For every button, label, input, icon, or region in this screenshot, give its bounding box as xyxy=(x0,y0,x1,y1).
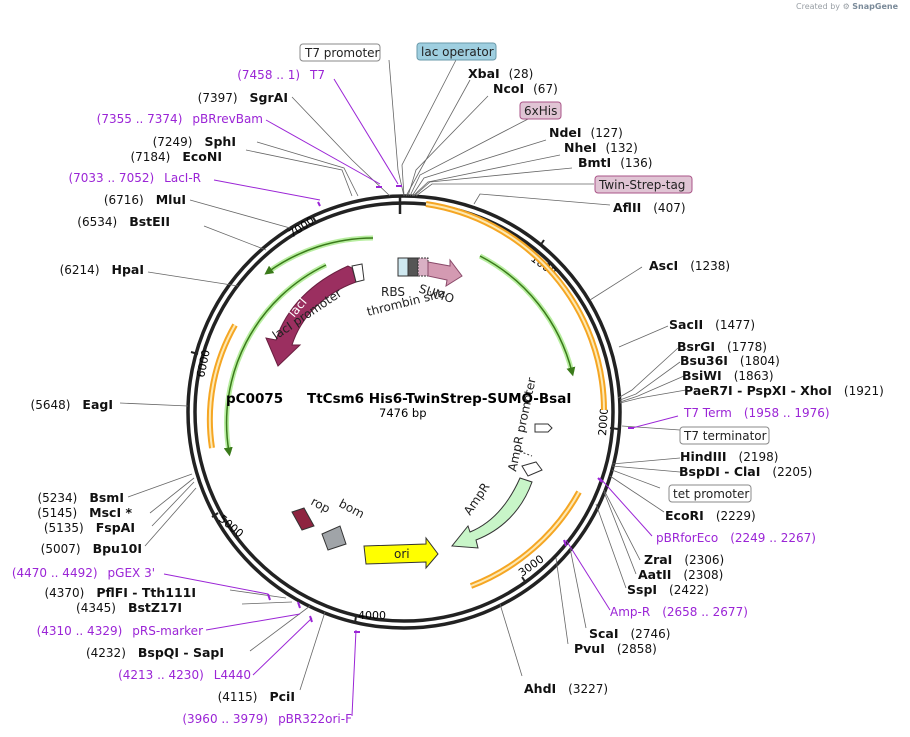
site-label: NcoI(67) xyxy=(493,81,558,96)
feature-label-ori: ori xyxy=(394,547,410,561)
rop-arrow xyxy=(291,507,315,531)
site-label: SspI(2422) xyxy=(627,582,709,597)
primer-label: (7458 .. 1)T7 xyxy=(237,68,325,82)
tick-label: 2000 xyxy=(596,407,611,436)
restriction-sites-right: XbaI(28) NcoI(67) NdeI(127) NheI(132) Bm… xyxy=(468,66,884,696)
site-label: AflII(407) xyxy=(613,200,686,215)
primer-label: (4213 .. 4230)L4440 xyxy=(118,668,251,682)
site-label: NdeI(127) xyxy=(549,125,623,140)
feature-label-rbs: RBS xyxy=(381,285,405,299)
site-label: BmtI(136) xyxy=(578,155,652,170)
credit-prefix: Created by xyxy=(796,2,841,11)
site-label: BspDI - ClaI(2205) xyxy=(679,464,812,479)
leader-lines xyxy=(119,59,687,691)
site-label: (7249)SphI xyxy=(153,134,236,149)
site-label: (4345)BstZ17I xyxy=(76,600,182,615)
feature-box-twin-strep: Twin-Strep-tag xyxy=(598,178,685,192)
site-label: (5135)FspAI xyxy=(44,520,135,535)
site-label: (5648)EagI xyxy=(31,397,113,412)
boxed-features: T7 promoter lac operator 6xHis Twin-Stre… xyxy=(299,42,770,503)
feature-box-t7-promoter: T7 promoter xyxy=(304,46,380,60)
site-label: (6716)MluI xyxy=(104,192,186,207)
laci-arrow xyxy=(265,265,357,367)
feature-label-rop: rop xyxy=(309,494,333,516)
feature-label-bom: bom xyxy=(337,496,367,521)
site-label: BsrGI(1778) xyxy=(677,339,767,354)
primer-label: pBRforEco(2249 .. 2267) xyxy=(656,531,816,545)
tick-label: 4000 xyxy=(358,609,386,622)
laci-promoter-marker xyxy=(351,263,365,283)
site-label: ZraI(2306) xyxy=(644,552,724,567)
primer-labels: (7458 .. 1)T7 (7355 .. 7374)pBRrevBam (7… xyxy=(12,68,830,726)
primer-label: (4310 .. 4329)pRS-marker xyxy=(37,624,203,638)
ampr-arrow xyxy=(451,477,533,549)
feature-label-thrombin: thrombin site xyxy=(365,286,446,319)
site-label: EcoRI(2229) xyxy=(665,508,756,523)
primer-label: T7 Term(1958 .. 1976) xyxy=(683,406,830,420)
feature-label-ampr: AmpR xyxy=(461,480,493,518)
site-label: (4370)PflFI - Tth111I xyxy=(44,585,196,600)
site-label: AscI(1238) xyxy=(649,258,730,273)
site-label: (4115)PciI xyxy=(218,689,295,704)
site-label: (4232)BspQI - SapI xyxy=(86,645,224,660)
credit-brand: SnapGene xyxy=(852,2,898,11)
feature-box-t7-terminator: T7 terminator xyxy=(683,429,767,443)
ampr-promoter xyxy=(515,423,553,477)
green-arrows xyxy=(223,235,576,457)
plasmid-name: TtCsm6 His6-TwinStrep-SUMO-BsaI xyxy=(307,391,571,407)
plasmid-left-name: pC0075 xyxy=(226,391,283,407)
ring-features xyxy=(206,201,607,589)
primer-label: (4470 .. 4492)pGEX 3' xyxy=(12,566,155,580)
site-label: (5145)MscI * xyxy=(37,505,132,520)
feature-box-6xhis: 6xHis xyxy=(524,104,557,118)
site-label: (7184)EcoNI xyxy=(130,149,222,164)
site-label: (6214)HpaI xyxy=(60,262,144,277)
site-label: Bsu36I(1804) xyxy=(680,353,780,368)
primer-label: (3960 .. 3979)pBR322ori-F xyxy=(182,712,352,726)
ori-arrow xyxy=(363,536,439,570)
restriction-sites-left: (4115)PciI (4232)BspQI - SapI (4345)BstZ… xyxy=(31,90,295,704)
site-label: AhdI(3227) xyxy=(524,681,608,696)
bom-box xyxy=(321,525,347,551)
snapgene-logo-icon: ⚙ xyxy=(842,2,850,11)
site-label: HindIII(2198) xyxy=(680,449,778,464)
plasmid-length: 7476 bp xyxy=(379,406,427,420)
site-label: PaeR7I - PspXI - XhoI(1921) xyxy=(684,383,884,398)
site-label: NheI(132) xyxy=(564,140,638,155)
feature-box-tet-promoter: tet promoter xyxy=(673,487,749,501)
site-label: XbaI(28) xyxy=(468,66,533,81)
tick-label: 6000 xyxy=(194,349,213,379)
primer-leaders xyxy=(163,78,679,717)
primer-label: (7033 .. 7052)LacI-R xyxy=(68,171,201,185)
sumo-region xyxy=(397,257,463,288)
site-label: (5234)BsmI xyxy=(37,490,124,505)
primer-markers xyxy=(267,185,634,633)
feature-box-lac-operator: lac operator xyxy=(421,45,494,59)
snapgene-credit: Created by ⚙ SnapGene xyxy=(796,2,898,11)
tick-marks xyxy=(190,196,619,624)
site-label: AatII(2308) xyxy=(638,567,723,582)
site-label: SacII(1477) xyxy=(669,317,755,332)
site-label: PvuI(2858) xyxy=(574,641,657,656)
primer-label: (7355 .. 7374)pBRrevBam xyxy=(97,112,263,126)
site-label: BsiWI(1863) xyxy=(682,368,774,383)
site-label: (5007)Bpu10I xyxy=(41,541,142,556)
site-label: (7397)SgrAI xyxy=(198,90,288,105)
primer-label: Amp-R(2658 .. 2677) xyxy=(610,605,748,619)
site-label: ScaI(2746) xyxy=(589,626,670,641)
site-label: (6534)BstEII xyxy=(77,214,170,229)
